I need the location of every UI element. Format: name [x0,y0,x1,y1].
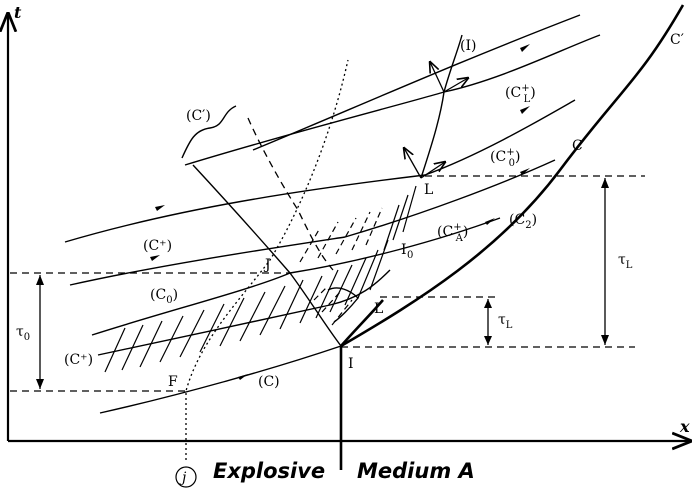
char-cplus-left [97,269,391,356]
label-I-path: (I) [460,38,476,54]
label-C-prime-left: (C′) [186,108,211,124]
arrow-2 [520,106,530,114]
point-j-circle [175,466,197,488]
label-tau-L-small: τL [498,312,513,331]
shock-curve [340,4,685,348]
hatched-region [104,185,417,373]
arrow-7 [238,374,248,380]
label-C0: (C0) [150,287,178,306]
label-I: I [348,356,354,372]
label-C2: (C2) [509,212,537,231]
region-medium-a: Medium A [357,459,475,483]
normal-I2 [443,78,468,93]
arrow-3 [155,205,165,211]
label-Cplus-mid: (C⁺) [143,238,172,254]
label-I0-sub: 0 [407,250,413,261]
label-tau-L-big: τL [618,252,633,271]
region-explosive: Explosive [213,459,325,483]
point-j-label: j [179,470,187,486]
char-top-2 [184,34,601,166]
label-L: L [424,182,433,198]
label-Cplus-L: (C+L) [505,83,536,105]
arrow-4 [520,168,530,175]
label-C-bottom: (C) [258,374,280,390]
path-I [420,34,463,179]
label-Cplus-A: (C+A) [437,222,468,244]
arrow-1 [520,44,530,52]
normal-L [404,148,422,179]
normal-L2 [420,162,445,179]
x-axis-label: x [679,417,690,436]
char-c-bottom [99,345,342,414]
t-axis-label: t [14,3,22,22]
label-F: F [168,374,178,390]
c-prime-dashed [247,117,334,271]
arrow-6 [150,255,160,261]
label-Cplus-0: (C+0) [490,147,520,169]
label-Cplus-left: (C⁺) [64,352,93,368]
label-tau-0: τ0 [16,324,30,343]
c-prime-brace [181,105,237,159]
label-C: C [572,138,583,154]
dotted-j [185,59,349,460]
branch-L-I [340,299,384,347]
c-prime-curve [192,164,342,347]
arrow-5 [485,218,495,225]
char-cplus-L [64,99,576,243]
label-L-low: L [374,301,383,317]
label-I0: I [401,242,407,258]
label-J: J [263,257,271,273]
char-cplus-0 [69,159,556,286]
char-top-1 [252,14,581,151]
normal-I1 [430,62,445,93]
label-C-prime-top: C′ [670,32,684,48]
